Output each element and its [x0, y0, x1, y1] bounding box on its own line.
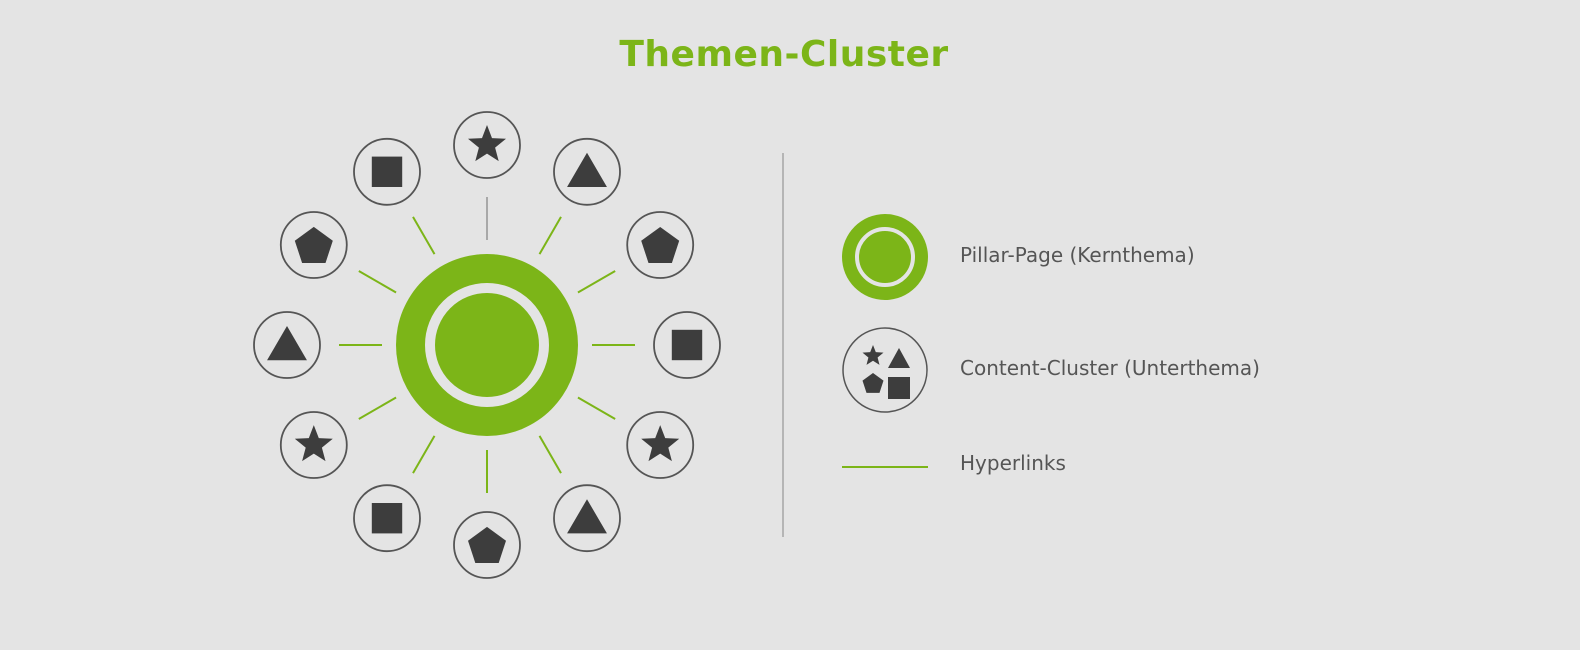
content-cluster-node: [626, 211, 695, 279]
node-circle: [553, 484, 621, 553]
square-icon: [888, 377, 910, 399]
hyperlink-line: [358, 270, 397, 294]
legend-label-content-cluster: Content-Cluster (Unterthema): [960, 356, 1260, 380]
legend-label-pillar-page: Pillar-Page (Kernthema): [960, 243, 1195, 267]
content-cluster-node: [553, 484, 621, 553]
content-cluster-node: [353, 484, 421, 553]
content-cluster-node: [453, 111, 521, 179]
square-icon: [671, 329, 703, 361]
node-circle: [553, 137, 621, 206]
node-circle: [279, 211, 348, 279]
hyperlink-line: [412, 435, 436, 474]
content-cluster-node: [279, 411, 348, 479]
triangle-icon: [888, 348, 910, 368]
square-icon: [371, 156, 403, 187]
content-cluster-icon: [842, 327, 928, 413]
hyperlink-line: [358, 396, 397, 420]
diagram-title: Themen-Cluster: [619, 34, 949, 75]
pentagon-icon: [862, 373, 884, 393]
hyperlink-line: [412, 216, 436, 255]
content-cluster-node: [453, 511, 521, 579]
content-cluster-node: [553, 137, 621, 206]
hyperlink-line: [577, 270, 616, 294]
star-icon: [294, 425, 333, 462]
pentagon-icon: [468, 526, 506, 563]
pentagon-icon: [641, 227, 680, 263]
node-circle: [253, 311, 321, 379]
content-cluster-node: [253, 311, 321, 379]
star-icon: [468, 125, 506, 162]
content-cluster-node: [279, 211, 348, 279]
node-circle: [626, 211, 695, 279]
pentagon-icon: [294, 226, 333, 263]
content-cluster-node: [353, 137, 421, 206]
triangle-icon: [567, 499, 607, 534]
hyperlink-line: [538, 216, 562, 255]
star-icon: [641, 425, 680, 462]
content-cluster-node: [653, 311, 721, 379]
content-cluster-node: [626, 411, 695, 479]
node-circle: [453, 111, 521, 179]
node-circle: [279, 411, 348, 479]
triangle-icon: [267, 326, 307, 361]
pillar-page-icon-ring: [855, 227, 915, 287]
node-circle: [626, 411, 695, 479]
pillar-page-icon: [842, 214, 928, 300]
node-circle: [353, 484, 421, 553]
node-circle: [653, 311, 721, 379]
pillar-page-ring: [425, 283, 549, 407]
legend-label-hyperlinks: Hyperlinks: [960, 451, 1066, 475]
triangle-icon: [567, 152, 607, 187]
node-circle: [353, 137, 421, 206]
hyperlink-line: [577, 396, 616, 420]
node-circle: [453, 511, 521, 579]
square-icon: [371, 503, 403, 534]
pillar-page-outer: [396, 254, 578, 436]
star-icon: [862, 345, 884, 365]
hyperlink-line: [538, 435, 562, 474]
